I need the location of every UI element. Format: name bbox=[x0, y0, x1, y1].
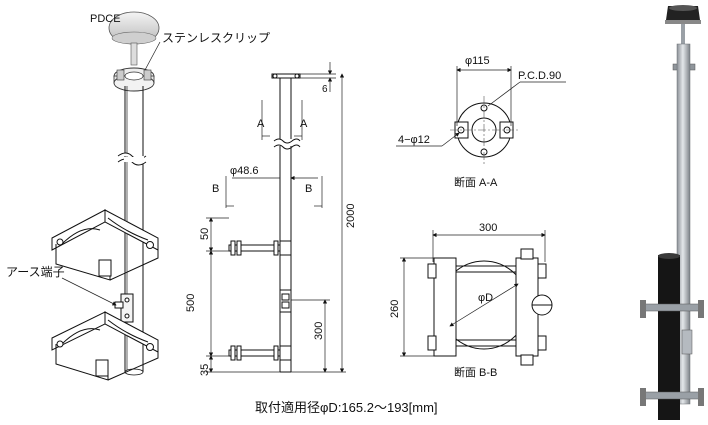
section-a-left: A bbox=[257, 118, 265, 130]
section-b-right: B bbox=[305, 183, 312, 195]
pole-cap bbox=[271, 73, 301, 79]
bb-pipe-label: φD bbox=[478, 292, 493, 304]
side-lower-bracket bbox=[228, 345, 292, 361]
aa-pcd: P.C.D.90 bbox=[518, 70, 561, 82]
side-diameter-label: φ48.6 bbox=[230, 165, 259, 177]
aa-title: 断面 A-A bbox=[454, 175, 498, 189]
earth-label: アース端子 bbox=[6, 265, 65, 279]
earth-terminal bbox=[114, 293, 134, 323]
bb-height: 260 bbox=[389, 300, 401, 318]
product-photo bbox=[628, 0, 708, 420]
pdce-sensor bbox=[108, 11, 160, 66]
side-view: A A B B φ48.6 6 2000 300 50 bbox=[185, 62, 357, 376]
side-earth-terminal bbox=[279, 289, 292, 313]
lower-bracket bbox=[51, 311, 159, 381]
side-upper-bracket bbox=[228, 240, 292, 256]
isometric-sketch: PDCE ステンレスクリップ アース端子 bbox=[6, 11, 270, 381]
upper-bracket bbox=[51, 209, 159, 281]
dim-35: 35 bbox=[199, 364, 211, 376]
mounting-caption: 取付適用径φD:165.2〜193[mm] bbox=[255, 400, 438, 415]
bb-left-plate bbox=[433, 257, 457, 357]
dim-total: 2000 bbox=[345, 204, 357, 228]
earth-leader bbox=[61, 277, 117, 306]
dim-300-side: 300 bbox=[313, 322, 325, 340]
section-a-right: A bbox=[300, 118, 308, 130]
stainless-clip bbox=[113, 67, 155, 92]
aa-outer-dia: φ115 bbox=[465, 55, 490, 67]
section-bb: 300 260 φD 断面 B-B bbox=[389, 222, 553, 379]
clip-label: ステンレスクリップ bbox=[162, 31, 270, 45]
aa-holes: 4−φ12 bbox=[398, 134, 430, 146]
dim-top: 6 bbox=[322, 84, 328, 95]
section-aa: φ115 P.C.D.90 4−φ12 断面 A-A bbox=[396, 55, 566, 189]
bb-title: 断面 B-B bbox=[454, 365, 497, 379]
pdce-label: PDCE bbox=[90, 13, 121, 25]
bb-width: 300 bbox=[479, 222, 497, 234]
dim-500: 500 bbox=[185, 294, 197, 312]
clip-leader bbox=[144, 41, 161, 71]
dim-50: 50 bbox=[199, 228, 211, 240]
section-b-left: B bbox=[212, 183, 219, 195]
